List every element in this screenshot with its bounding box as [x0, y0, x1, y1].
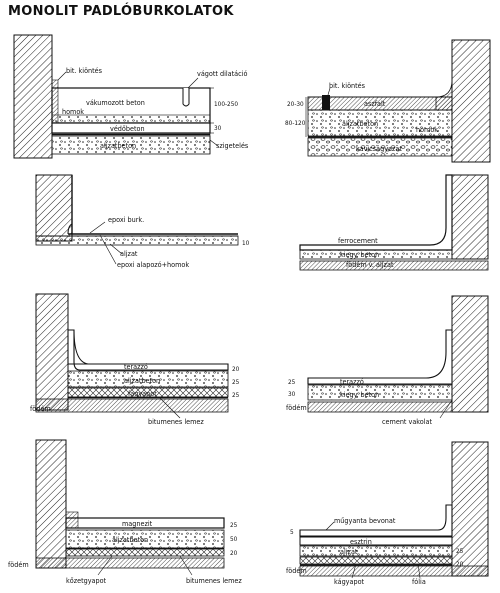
- dim-3: 25: [232, 391, 240, 399]
- wall: [451, 39, 491, 163]
- label-bit-kiontes: bit. kiöntés: [66, 66, 103, 75]
- wall: [35, 174, 73, 242]
- label-fagyapot: fagyapot: [128, 389, 157, 398]
- detail-8: műgyanta bevonat esztrin aljzat födém ká…: [286, 441, 489, 586]
- wall: [451, 295, 489, 413]
- label-aljzat: aljzat: [120, 249, 138, 258]
- dilatation-cut: [182, 88, 190, 107]
- detail-7: magnezit aljzatbeton födém kőzetgyapot b…: [8, 439, 242, 585]
- label-kiegy-beton: kiegy. beton: [340, 250, 379, 259]
- detail-6: terazzó kiegy. beton födém cement vakola…: [286, 295, 489, 426]
- dim-2: 30: [288, 390, 296, 398]
- dim-1: 10: [242, 239, 250, 247]
- detail-1: bit. kiöntés vágott dilatáció vákumozott…: [13, 34, 249, 159]
- detail-5: terazzó aljzatbeton fagyapot födém bitum…: [30, 293, 240, 426]
- dim-3: 20: [230, 549, 238, 557]
- layer-aljzat: [35, 235, 239, 246]
- layer-fodem: [35, 557, 225, 569]
- label-ferrocement: ferrocement: [338, 236, 378, 245]
- layer-fodem: [35, 398, 229, 413]
- label-vagott-dilatacio: vágott dilatáció: [197, 69, 247, 78]
- dim-1: 25: [288, 378, 296, 386]
- detail-3: epoxi burk. aljzat epoxi alapozó+homok 1…: [35, 174, 250, 269]
- label-fodem: födém: [8, 560, 29, 569]
- label-esztrin: esztrin: [350, 537, 372, 546]
- layer-ferrocement: [299, 174, 453, 251]
- layer-kozetgyapot: [65, 548, 225, 557]
- label-vedobeton: védőbeton: [110, 124, 145, 133]
- label-kagyapot: kágyapot: [334, 577, 365, 586]
- layer-aljzatbeton: [67, 370, 229, 388]
- label-homok: homok: [62, 107, 84, 116]
- label-terazzo: terazzó: [340, 377, 364, 386]
- label-fodem-v-aljzat: födém v. aljzat: [346, 260, 394, 269]
- label-aszfalt: aszfalt: [364, 99, 386, 108]
- layer-kiegy-beton: [299, 249, 453, 260]
- layer-mugyanta-bevonat: [299, 504, 453, 537]
- label-kavicsagyazat: kavicságyazat: [356, 144, 402, 153]
- wall: [451, 441, 489, 577]
- layer-fodem: [299, 260, 489, 271]
- bitumen-joint: [51, 79, 59, 124]
- dim-3: 20: [456, 560, 464, 568]
- layer-fodem: [299, 565, 489, 577]
- dim-1: 25: [230, 521, 238, 529]
- label-cement-vakolat: cement vakolat: [382, 417, 432, 426]
- layer-fodem: [307, 401, 453, 413]
- label-magnezit: magnezit: [122, 519, 153, 528]
- label-mugyanta-bevonat: műgyanta bevonat: [334, 516, 396, 525]
- wall: [451, 174, 489, 260]
- layer-kagyapot: [299, 556, 453, 565]
- label-terazzo: terazzó: [124, 362, 148, 371]
- detail-4: ferrocement kiegy. beton födém v. aljzat: [299, 174, 489, 271]
- detail-2: bit. kiöntés aszfalt aljzatbeton homok k…: [285, 39, 491, 163]
- layer-terazzo: [307, 329, 453, 385]
- dim-1: 100-250: [214, 100, 238, 108]
- dim-2: 30: [214, 124, 222, 132]
- label-aljzatbeton: aljzatbeton: [342, 119, 378, 128]
- dim-2: 25: [232, 378, 240, 386]
- wall: [13, 34, 53, 159]
- label-bitumenes-lemez: bitumenes lemez: [186, 576, 242, 585]
- label-fodem: födém: [30, 404, 51, 413]
- layer-terazzo: [67, 329, 229, 371]
- layer-aljzat: [299, 545, 453, 557]
- layer-homok: [51, 114, 211, 124]
- dim-1: 20-30: [287, 100, 304, 108]
- label-bit-kiontes: bit. kiöntés: [329, 81, 366, 90]
- dim-1: 5: [290, 528, 294, 536]
- dim-2: 80-120: [285, 119, 306, 127]
- label-kiegy-beton: kiegy. beton: [340, 390, 379, 399]
- label-bitumenes-lemez: bitumenes lemez: [148, 417, 204, 426]
- label-folia: fólia: [412, 577, 426, 586]
- page-title: MONOLIT PADLÓBURKOLATOK: [8, 4, 234, 19]
- label-fodem: födém: [286, 403, 307, 412]
- label-homok: homok: [416, 125, 438, 134]
- dim-2: 25: [456, 547, 464, 555]
- label-aljzatbeton: aljzatbeton: [112, 535, 148, 544]
- layer-kiegy-beton: [307, 384, 453, 401]
- label-vakuumozott-beton: vákumozott beton: [86, 98, 145, 107]
- wall: [35, 439, 67, 569]
- layer-aljzatbeton: [307, 109, 453, 137]
- layer-esztrin: [299, 536, 453, 546]
- layer-kavicsagyazat: [307, 137, 453, 157]
- label-kozetgyapot: kőzetgyapot: [66, 576, 107, 585]
- dim-2: 50: [230, 535, 238, 543]
- label-szigeteles: szigetelés: [216, 141, 249, 150]
- label-epoxi-burk: epoxi burk.: [108, 215, 144, 224]
- label-fodem: födém: [286, 566, 307, 575]
- label-epoxi-alapozo: epoxi alapozó+homok: [117, 260, 189, 269]
- label-aljzatbeton: aljzatbeton: [124, 376, 160, 385]
- label-aljzatbeton: aljzatbeton: [100, 141, 136, 150]
- wall: [35, 293, 69, 411]
- dim-1: 20: [232, 365, 240, 373]
- label-aljzat: aljzat: [340, 547, 358, 556]
